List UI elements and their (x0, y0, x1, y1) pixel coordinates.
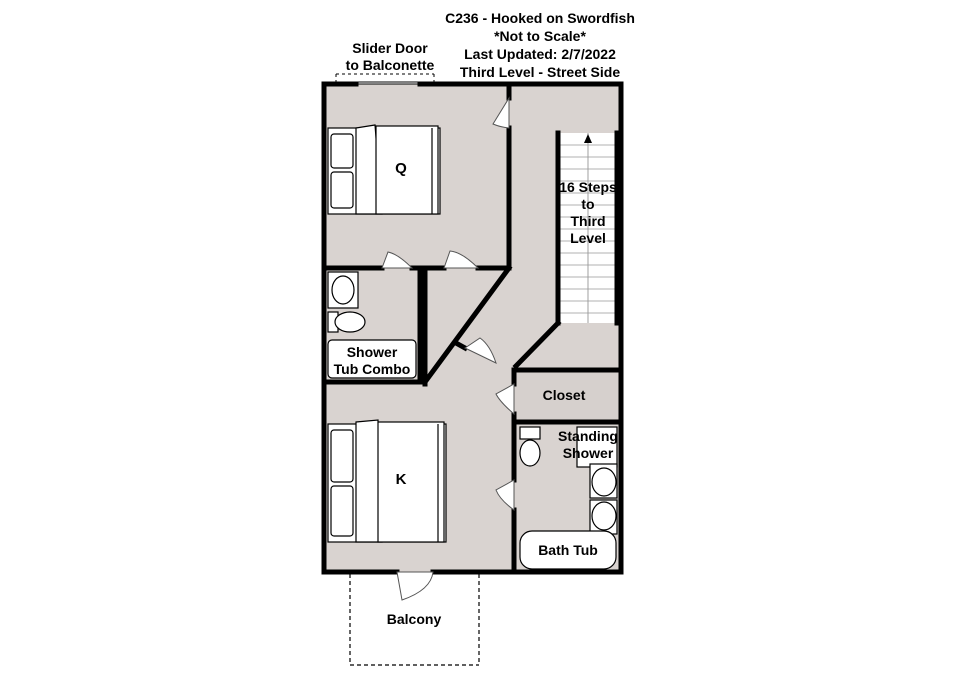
king-bed (327, 419, 447, 543)
balcony-label: Balcony (386, 611, 442, 627)
queen-bed-label: Q (395, 160, 407, 177)
standing-shower-label: Standing Shower (553, 428, 623, 462)
plan-title: C236 - Hooked on Swordfish (445, 10, 635, 26)
closet-label: Closet (542, 387, 586, 403)
king-bed-label: K (395, 471, 407, 488)
staircase (558, 133, 617, 323)
scale-note: *Not to Scale* (494, 28, 586, 44)
shower-tub-label: Shower Tub Combo (328, 344, 416, 378)
stairs-label-line3: Third (570, 213, 606, 229)
bathroom-2-fixtures (519, 426, 618, 570)
standing-shower-label-line1: Standing (558, 428, 618, 444)
slider-door (335, 73, 435, 85)
slider-door-label: Slider Door to Balconette (330, 40, 450, 74)
slider-door-label-line1: Slider Door (352, 40, 428, 56)
shower-tub-label-line1: Shower (346, 344, 398, 360)
stairs-label: 16 Steps to Third Level (552, 179, 624, 247)
slider-door-label-line2: to Balconette (345, 57, 435, 73)
bath-tub-label: Bath Tub (538, 542, 598, 558)
shower-tub-label-line2: Tub Combo (333, 361, 411, 377)
door-swings (381, 96, 515, 601)
standing-shower-label-line2: Shower (562, 445, 614, 461)
bathroom-1-fixtures (327, 271, 417, 379)
stairs-label-line4: Level (570, 230, 606, 246)
level-name: Third Level - Street Side (459, 64, 621, 80)
queen-bed (327, 124, 441, 215)
walls (321, 81, 624, 575)
closet-floor (515, 372, 620, 422)
balcony-outline (349, 574, 480, 666)
last-updated: Last Updated: 2/7/2022 (464, 46, 616, 62)
stairs-label-line2: to (581, 196, 595, 212)
stairs-arrow-icon (584, 134, 592, 143)
stairs-label-line1: 16 Steps (559, 179, 617, 195)
